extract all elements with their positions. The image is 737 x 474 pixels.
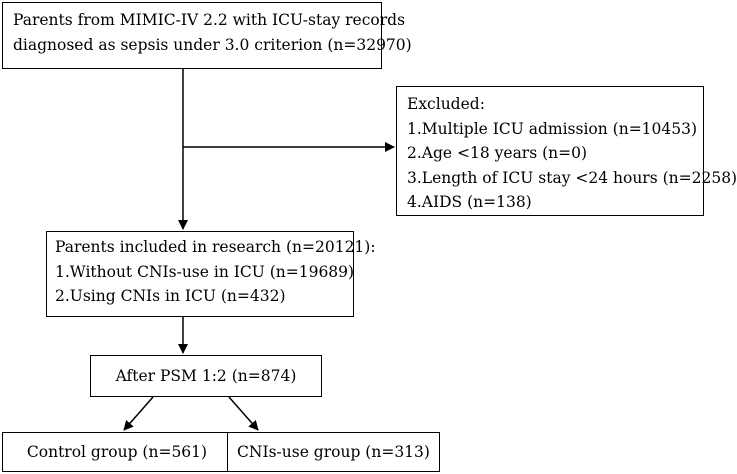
included-item: 1.Without CNIs-use in ICU (n=19689): [55, 262, 355, 281]
flow-connectors: [123, 69, 395, 431]
psm-label: After PSM 1:2 (n=874): [115, 367, 297, 385]
included-box: Parents included in research (n=20121): …: [46, 231, 376, 317]
excluded-item: 2.Age <18 years (n=0): [407, 144, 588, 162]
included-item: 2.Using CNIs in ICU (n=432): [55, 287, 286, 305]
excluded-item: 3.Length of ICU stay <24 hours (n=2258): [407, 168, 737, 187]
excluded-heading: Excluded:: [407, 95, 485, 113]
cnis-group-box: CNIs-use group (n=313): [227, 432, 440, 472]
connector-psm-to-control: [123, 396, 154, 431]
source-line-1: Parents from MIMIC-IV 2.2 with ICU-stay …: [13, 11, 406, 29]
psm-box: After PSM 1:2 (n=874): [90, 355, 322, 397]
excluded-item: 4.AIDS (n=138): [407, 193, 532, 211]
included-heading: Parents included in research (n=20121):: [55, 238, 376, 256]
control-group-label: Control group (n=561): [26, 443, 208, 461]
source-line-2: diagnosed as sepsis under 3.0 criterion …: [13, 35, 412, 54]
cnis-group-label: CNIs-use group (n=313): [237, 443, 430, 461]
excluded-item: 1.Multiple ICU admission (n=10453): [407, 119, 698, 138]
source-population-box: Parents from MIMIC-IV 2.2 with ICU-stay …: [2, 2, 412, 69]
excluded-box: Excluded: 1.Multiple ICU admission (n=10…: [396, 86, 737, 216]
connector-psm-to-cnis: [228, 396, 259, 431]
control-group-box: Control group (n=561): [2, 432, 232, 472]
